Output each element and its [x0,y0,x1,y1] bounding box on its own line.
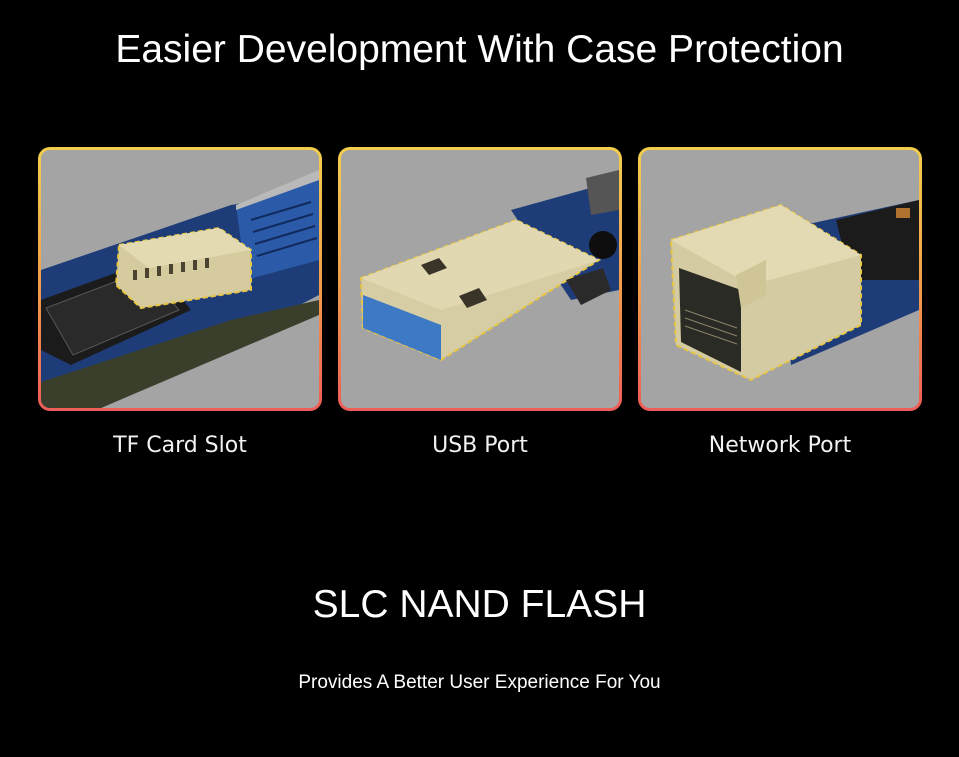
section-tagline: Provides A Better User Experience For Yo… [298,672,661,693]
feature-card-usb-port [338,147,622,411]
section-title: SLC NAND FLASH [312,583,647,626]
feature-label-tf-card-slot: TF Card Slot [113,433,247,458]
usb-port-photo [341,150,619,408]
page-headline: Easier Development With Case Protection [115,28,844,71]
feature-card-tf-card-slot [38,147,322,411]
feature-label-network-port: Network Port [708,433,852,458]
feature-label-usb-port: USB Port [432,433,528,458]
tf-card-slot-photo [41,150,319,408]
feature-card-network-port [638,147,922,411]
network-port-photo [641,150,919,408]
